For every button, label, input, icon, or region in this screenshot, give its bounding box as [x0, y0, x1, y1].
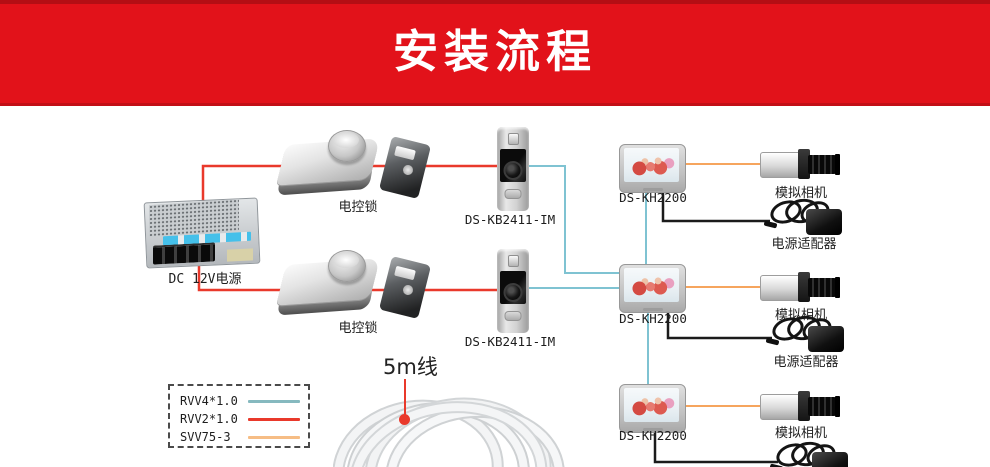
legend-item: RVV4*1.0 [180, 392, 308, 410]
analog-camera-image [760, 270, 840, 304]
door-station-camera-lens [503, 161, 523, 180]
cable-length-label: 5m线 [383, 355, 438, 379]
lock-label: 电控锁 [338, 321, 378, 336]
legend-line-swatch [248, 399, 300, 403]
power-supply-terminals [153, 242, 215, 265]
camera-lens-cap [835, 154, 840, 175]
monitor-button-bar [642, 188, 663, 191]
wire-black-monitor-1-to-adapter-1 [661, 190, 770, 223]
banner: 安装流程 [0, 0, 990, 106]
camera-body [760, 275, 804, 301]
legend-item-label: SVV75-3 [180, 430, 231, 444]
adapter-body [812, 452, 848, 467]
camera-lens-cap [835, 396, 840, 417]
page-title: 安装流程 [392, 25, 597, 78]
wire-black-monitor-3-to-adapter-3 [653, 430, 778, 464]
analog-camera-image [760, 389, 840, 423]
monitor-screen [624, 148, 679, 182]
power-adapter-image [769, 439, 850, 467]
lock-knob-top [333, 132, 359, 148]
adapter-body [808, 326, 844, 352]
wire-black-monitor-2-to-adapter-2 [666, 310, 772, 340]
camera-lens [808, 155, 836, 174]
camera-body [760, 152, 804, 178]
door-station-image [497, 249, 529, 333]
lock-strike-image [378, 255, 436, 320]
power-supply-pcb [227, 248, 253, 262]
door-station-label: DS-KB2411-IM [464, 212, 556, 227]
lock-label: 电控锁 [338, 200, 378, 215]
camera-mount [798, 391, 810, 421]
lock-knob-top [333, 252, 359, 268]
monitor-button-bar [642, 428, 663, 431]
indoor-monitor-image [619, 264, 686, 313]
door-station-label: DS-KB2411-IM [464, 334, 556, 349]
adapter-label: 电源适配器 [771, 237, 837, 252]
camera-label: 模拟相机 [774, 308, 827, 323]
adapter-body [806, 209, 842, 235]
monitor-screen [624, 268, 679, 302]
legend-item: SVV75-3 [180, 428, 308, 446]
pointer-dot [399, 414, 410, 425]
camera-mount [798, 272, 810, 302]
legend-item-label: RVV2*1.0 [180, 412, 238, 426]
wire-blue-doorstation-1-to-monitor-2 [528, 165, 624, 274]
electric-lock-image [276, 130, 380, 200]
door-station-panel [500, 271, 526, 304]
monitor-label: DS-KH2200 [619, 311, 687, 326]
power-supply-mesh [149, 198, 239, 238]
analog-camera-image [760, 147, 840, 181]
camera-lens [808, 278, 836, 297]
door-station-top-slot [508, 133, 519, 145]
camera-label: 模拟相机 [774, 186, 827, 201]
camera-label: 模拟相机 [774, 426, 827, 441]
electric-lock-image [276, 250, 380, 320]
door-station-call-button [504, 189, 522, 199]
lock-strike-image [378, 135, 436, 200]
indoor-monitor-image [619, 384, 686, 433]
monitor-label: DS-KH2200 [619, 428, 687, 443]
cable-coil-strands [333, 397, 565, 467]
wire-legend: RVV4*1.0 RVV2*1.0 SVV75-3 [168, 384, 310, 448]
pointer-line [404, 379, 406, 416]
cable-coil-image [333, 397, 565, 467]
power-supply-image [143, 197, 261, 270]
legend-line-swatch [248, 417, 300, 421]
legend-line-swatch [248, 435, 300, 439]
power-adapter-image [763, 196, 844, 237]
power-supply-label: DC 12V电源 [168, 272, 242, 287]
door-station-top-slot [508, 255, 519, 267]
door-station-panel [500, 149, 526, 182]
camera-lens-cap [835, 277, 840, 298]
monitor-screen [624, 388, 679, 422]
monitor-button-bar [642, 308, 663, 311]
adapter-label: 电源适配器 [773, 355, 839, 370]
door-station-call-button [504, 311, 522, 321]
power-adapter-image [765, 313, 846, 354]
legend-item-label: RVV4*1.0 [180, 394, 238, 408]
indoor-monitor-image [619, 144, 686, 193]
legend-item: RVV2*1.0 [180, 410, 308, 428]
door-station-camera-lens [503, 283, 523, 302]
door-station-image [497, 127, 529, 211]
monitor-label: DS-KH2200 [619, 190, 687, 205]
camera-lens [808, 397, 836, 416]
camera-mount [798, 149, 810, 179]
